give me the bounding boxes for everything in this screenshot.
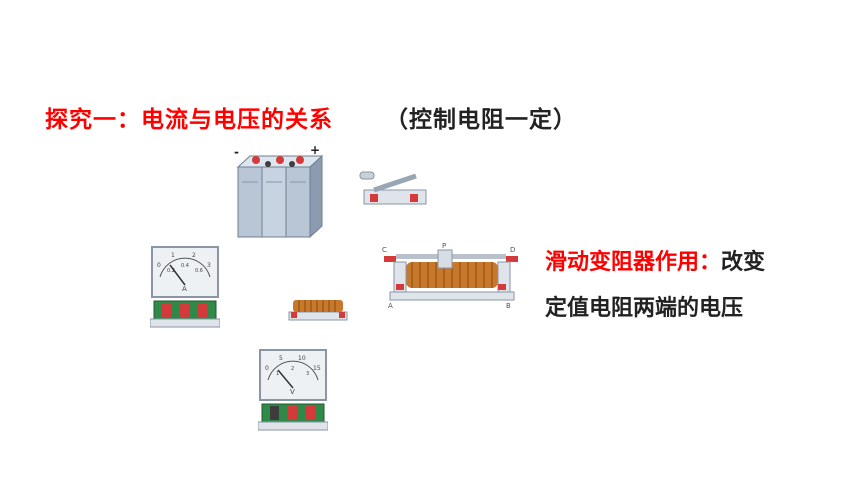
note-text-line2: 定值电阻两端的电压 [545, 296, 744, 321]
battery-icon: - + [234, 143, 324, 239]
page-title: 探究一：电流与电压的关系 [45, 107, 333, 133]
ammeter-scale-1: 0.2 [167, 268, 175, 274]
voltmeter-tick-0: 0 [265, 365, 269, 372]
voltmeter-unit: V [290, 388, 295, 396]
battery-neg-label: - [234, 145, 239, 159]
page-subtitle: （控制电阻一定） [385, 107, 577, 133]
voltmeter-icon: 0 5 10 15 1 2 3 V [258, 349, 328, 431]
voltmeter-scale-1: 1 [276, 371, 279, 377]
rheostat-label-p: P [442, 242, 446, 250]
note-label: 滑动变阻器作用： [545, 250, 722, 275]
rheostat-label-d: D [510, 246, 515, 254]
ammeter-tick-3: 3 [207, 262, 211, 269]
battery-pos-label: + [310, 143, 320, 157]
ammeter-unit: A [182, 285, 187, 293]
ammeter-scale-2: 0.4 [181, 263, 189, 269]
ammeter-scale-3: 0.6 [195, 268, 203, 274]
rheostat-label-a: A [388, 302, 393, 310]
switch-icon [359, 171, 427, 205]
voltmeter-scale-2: 2 [291, 366, 294, 372]
ammeter-tick-2: 2 [192, 252, 196, 259]
rheostat-label-b: B [506, 302, 511, 310]
rheostat-note: 滑动变阻器作用：改变 定值电阻两端的电压 [545, 240, 845, 332]
voltmeter-tick-1: 5 [279, 355, 283, 362]
voltmeter-scale-3: 3 [306, 371, 309, 377]
rheostat-icon: C P D A B [382, 242, 518, 310]
resistor-icon [288, 300, 348, 321]
voltmeter-tick-3: 15 [313, 365, 321, 372]
ammeter-icon: 0 1 2 3 0.2 0.4 0.6 A [150, 246, 220, 328]
rheostat-label-c: C [382, 246, 387, 254]
voltmeter-tick-2: 10 [298, 355, 306, 362]
note-text-line1: 改变 [721, 250, 766, 275]
ammeter-tick-1: 1 [171, 252, 175, 259]
ammeter-tick-0: 0 [157, 262, 161, 269]
